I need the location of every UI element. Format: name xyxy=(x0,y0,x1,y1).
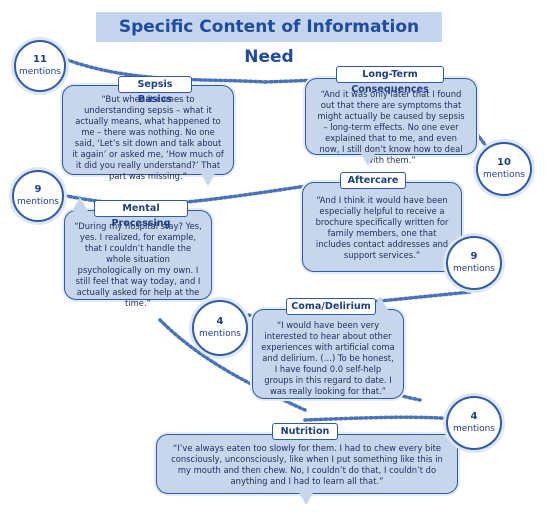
category-label-sepsis-basics: Sepsis Basics xyxy=(118,76,192,105)
quote-bubble-mental-processing: “During my hospital stay? Yes, yes. I re… xyxy=(64,210,212,308)
mentions-badge-aftercare: 9 mentions xyxy=(446,236,502,290)
mentions-label: mentions xyxy=(453,264,495,274)
connector-line xyxy=(303,415,470,422)
diagram-title: Specific Content of Information Need xyxy=(96,12,442,67)
mentions-count: 4 xyxy=(216,316,224,327)
mentions-label: mentions xyxy=(453,424,495,434)
mentions-label: mentions xyxy=(199,329,241,339)
category-label-long-term-consequences: Long-Term Consequences xyxy=(336,66,444,95)
quote-text: “And it was only later that I found out … xyxy=(317,89,465,165)
quote-text: “I would have been very interested to he… xyxy=(261,320,395,396)
mentions-count: 10 xyxy=(497,157,511,168)
bubble-tail xyxy=(372,296,388,310)
mentions-count: 11 xyxy=(33,54,47,65)
category-label-mental-processing: Mental Processing xyxy=(94,200,188,229)
bubble-tail xyxy=(360,152,376,166)
mentions-badge-long-term-consequences: 10 mentions xyxy=(476,142,532,196)
quote-text: “During my hospital stay? Yes, yes. I re… xyxy=(74,221,202,308)
mentions-count: 4 xyxy=(470,411,478,422)
bubble-tail xyxy=(200,172,216,186)
mentions-label: mentions xyxy=(19,67,61,77)
quote-bubble-nutrition: “I’ve always eaten too slowly for them. … xyxy=(156,434,458,494)
mentions-badge-sepsis-basics: 11 mentions xyxy=(14,40,66,92)
category-label-aftercare: Aftercare xyxy=(340,172,406,189)
category-label-coma-delirium: Coma/Delirium xyxy=(286,298,376,315)
mentions-label: mentions xyxy=(483,170,525,180)
bubble-tail xyxy=(298,491,314,505)
quote-bubble-long-term-consequences: “And it was only later that I found out … xyxy=(305,78,477,165)
quote-text: “But when it comes to understanding seps… xyxy=(72,94,224,181)
category-label-nutrition: Nutrition xyxy=(272,423,338,440)
quote-bubble-sepsis-basics: “But when it comes to understanding seps… xyxy=(62,85,234,181)
quote-bubble-coma-delirium: “I would have been very interested to he… xyxy=(252,309,404,399)
quote-text: “And I think it would have been especial… xyxy=(315,195,449,260)
bubble-tail xyxy=(72,197,88,211)
quote-text: “I’ve always eaten too slowly for them. … xyxy=(171,443,443,486)
mentions-badge-nutrition: 4 mentions xyxy=(446,396,502,450)
mentions-badge-coma-delirium: 4 mentions xyxy=(192,300,248,356)
mentions-count: 9 xyxy=(34,184,42,195)
mentions-count: 9 xyxy=(470,251,478,262)
quote-bubble-aftercare: “And I think it would have been especial… xyxy=(302,182,462,272)
mentions-label: mentions xyxy=(17,197,59,207)
mentions-badge-mental-processing: 9 mentions xyxy=(12,170,64,222)
connector-line xyxy=(158,318,307,412)
